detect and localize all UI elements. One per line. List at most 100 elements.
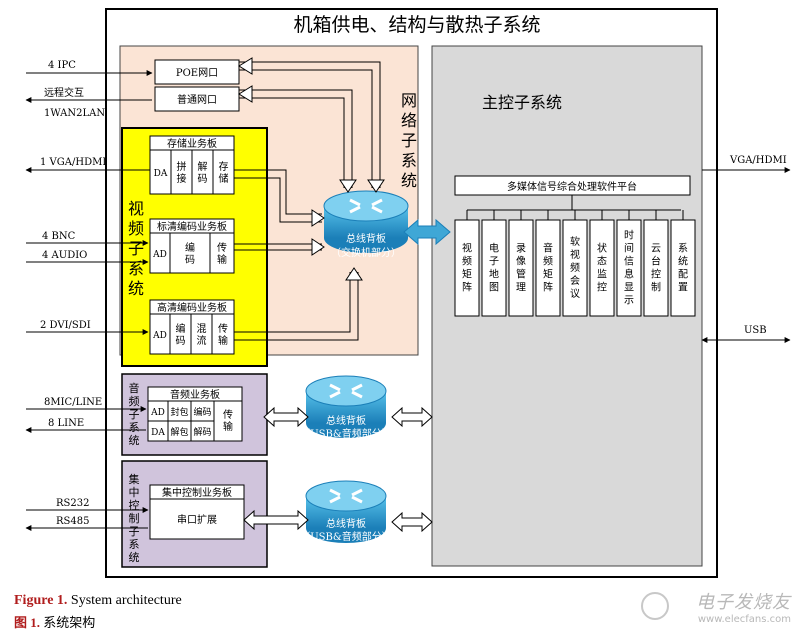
svg-text:监: 监 xyxy=(597,268,607,281)
svg-text:混: 混 xyxy=(197,323,207,335)
svg-text:音: 音 xyxy=(543,242,553,255)
audio-board-title: 音频业务板 xyxy=(170,388,220,401)
svg-text:编: 编 xyxy=(185,241,195,254)
sd-cells-label-1: 编码 xyxy=(185,241,195,266)
svg-text:配: 配 xyxy=(678,269,688,281)
svg-text:传: 传 xyxy=(218,323,228,335)
svg-text:系: 系 xyxy=(401,151,417,170)
storage-board-title: 存储业务板 xyxy=(167,137,217,150)
label-ipc: 4 IPC xyxy=(48,60,76,71)
label-vga-hdmi-out: VGA/HDMI xyxy=(729,155,787,166)
svg-text:视: 视 xyxy=(462,242,472,255)
svg-text:信: 信 xyxy=(624,256,634,268)
hd-cells-label-1: 编码 xyxy=(176,322,186,347)
poe-port-box xyxy=(154,59,240,85)
svg-text:系: 系 xyxy=(678,243,688,255)
audio-label-1-2: 解码 xyxy=(193,426,211,438)
svg-text:理: 理 xyxy=(516,282,526,294)
sd-cells-cell-2 xyxy=(209,232,235,274)
svg-text:息: 息 xyxy=(624,268,634,281)
normal-port-label: 普通网口 xyxy=(177,93,217,106)
svg-text:解: 解 xyxy=(198,160,208,173)
svg-text:频: 频 xyxy=(570,261,580,274)
svg-text:编: 编 xyxy=(176,322,186,335)
poe-port-label: POE网口 xyxy=(176,67,218,79)
svg-text:接: 接 xyxy=(177,172,187,185)
central-router-arrow xyxy=(243,509,309,531)
svg-text:子: 子 xyxy=(401,131,417,150)
label-line: 8 LINE xyxy=(48,418,84,429)
svg-text:云: 云 xyxy=(651,244,661,255)
svg-text:统: 统 xyxy=(129,434,140,447)
sd-cells-label-0: AD xyxy=(152,250,167,260)
module-box-3 xyxy=(535,219,561,317)
label-bnc: 4 BNC xyxy=(42,231,76,242)
hd-board-title: 高清编码业务板 xyxy=(157,301,227,314)
svg-text:码: 码 xyxy=(198,173,208,185)
hd-cells-label-0: AD xyxy=(152,331,167,341)
audio-subsystem-label: 音 频 子 系 统 xyxy=(129,381,140,447)
svg-text:存: 存 xyxy=(219,160,229,173)
svg-text:传: 传 xyxy=(223,409,233,421)
software-platform-label: 多媒体信号综合处理软件平台 xyxy=(507,180,637,193)
hd-cells-label-3: 传输 xyxy=(218,323,228,347)
storage-cells-label-1: 拼接 xyxy=(177,160,187,185)
storage-cells-label-0: DA xyxy=(154,169,168,179)
network-main-arrow xyxy=(403,218,451,246)
svg-text:码: 码 xyxy=(185,254,195,266)
svg-text:制: 制 xyxy=(129,512,140,525)
label-remote: 远程交互 xyxy=(44,86,84,99)
router-audio-label: 总线背板 xyxy=(326,414,366,427)
caption-cn-number: 图 1. xyxy=(14,615,41,630)
hd-cells-label-2: 混流 xyxy=(197,323,207,347)
svg-text:频: 频 xyxy=(129,394,140,408)
svg-text:台: 台 xyxy=(651,255,661,268)
label-vga-hdmi-in: 1 VGA/HDMI xyxy=(40,157,106,168)
central-board-body xyxy=(149,498,245,540)
svg-text:控: 控 xyxy=(597,281,607,294)
audio-label-1-1: 解包 xyxy=(170,426,188,438)
audio-router-arrow xyxy=(263,406,309,428)
svg-text:矩: 矩 xyxy=(543,268,553,281)
router-network-sub: （交换机部分） xyxy=(331,246,401,259)
svg-text:控: 控 xyxy=(651,268,661,281)
storage-cells-cell-3 xyxy=(212,149,235,195)
svg-text:置: 置 xyxy=(678,282,688,294)
svg-text:阵: 阵 xyxy=(543,281,553,294)
serial-expansion-label: 串口扩展 xyxy=(177,513,217,526)
audio-main-arrow xyxy=(391,406,433,428)
svg-text:码: 码 xyxy=(176,335,186,347)
label-dvi: 2 DVI/SDI xyxy=(40,320,91,331)
caption-cn-text: 系统架构 xyxy=(40,615,96,630)
audio-trans-label: 传输 xyxy=(223,409,233,433)
caption-en-text: System architecture xyxy=(67,593,182,608)
router-central-label: 总线背板 xyxy=(326,517,366,530)
svg-text:输: 输 xyxy=(223,420,233,433)
svg-text:系: 系 xyxy=(129,421,140,434)
watermark-logo-icon xyxy=(641,592,669,620)
router-audio-sub: （USB&音频部分） xyxy=(300,427,392,440)
svg-text:储: 储 xyxy=(219,172,229,185)
svg-text:间: 间 xyxy=(624,242,634,255)
svg-text:输: 输 xyxy=(218,334,228,347)
audio-label-0-0: AD xyxy=(150,408,165,418)
main-control-label: 主控子系统 xyxy=(482,93,562,112)
storage-cells-label-2: 解码 xyxy=(198,160,208,185)
svg-text:子: 子 xyxy=(128,239,144,258)
sd-cells-label-2: 传输 xyxy=(217,242,227,266)
caption-english: Figure 1. System architecture xyxy=(14,593,182,609)
router-icon-central: 总线背板 （USB&音频部分） xyxy=(300,480,392,543)
svg-text:态: 态 xyxy=(597,255,607,268)
external-io-labels: 4 IPC 远程交互 1WAN2LAN 1 VGA/HDMI 4 BNC 4 A… xyxy=(40,60,787,527)
storage-cells-label-3: 存储 xyxy=(219,160,229,185)
module-box-8 xyxy=(670,219,696,317)
module-box-6 xyxy=(616,219,642,317)
svg-text:视: 视 xyxy=(128,199,144,218)
watermark-title: 电子发烧友 xyxy=(696,592,791,613)
caption-chinese: 图 1. 系统架构 xyxy=(14,612,95,631)
